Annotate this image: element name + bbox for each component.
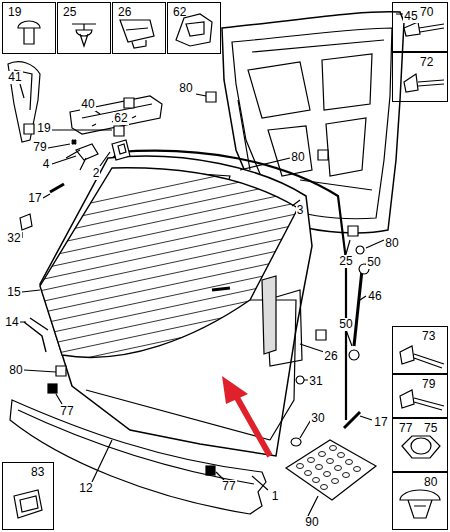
callout-number: 50 [366, 256, 381, 269]
callout-number: 3 [296, 204, 305, 217]
clip-symbol [316, 465, 323, 470]
callout-number: 4 [42, 158, 51, 171]
callout-number: 70 [419, 6, 434, 19]
callout-number: 19 [7, 6, 22, 19]
clip-symbol [321, 485, 328, 490]
callout-number: 77 [221, 480, 236, 493]
inset-box: 70 [392, 2, 448, 52]
inset-box: 77 75 [392, 418, 448, 472]
callout-number: 80 [178, 82, 193, 95]
clip-symbol [327, 459, 334, 464]
callout-number: 79 [421, 378, 436, 391]
callout-number: 40 [80, 98, 95, 111]
callout-number: 25 [62, 6, 77, 19]
heater-line [30, 211, 310, 271]
clip-symbol [354, 467, 361, 472]
callout-number: 31 [308, 375, 323, 388]
callout-number: 80 [8, 364, 23, 377]
callout-number: 83 [30, 466, 45, 479]
inset-box: 26 [112, 2, 166, 54]
callout-number: 19 [36, 122, 51, 135]
callout-number: 50 [338, 318, 353, 331]
inset-box: 62 [167, 2, 221, 54]
callout-number: 75 [423, 422, 438, 435]
clip-symbol [297, 464, 304, 469]
callout-number: 1 [271, 490, 280, 503]
heater-line [30, 189, 310, 249]
callout-number: 72 [419, 56, 434, 69]
inset-box: 79 [392, 374, 448, 418]
heater-line [30, 167, 310, 227]
callout-number: 62 [172, 6, 187, 19]
callout-number: 14 [4, 316, 19, 329]
inset-box: 80 [392, 472, 448, 530]
heater-line [30, 222, 310, 282]
callout-number: 17 [373, 416, 388, 429]
callout-number: 32 [6, 232, 21, 245]
inset-box: 73 [392, 326, 448, 374]
callout-number: 80 [290, 151, 305, 164]
inset-box: 72 [392, 52, 448, 102]
callout-number: 62 [113, 112, 128, 125]
heater-line [30, 200, 310, 260]
clip-symbol [330, 446, 337, 451]
inset-box: 83 [2, 462, 54, 530]
callout-number: 79 [32, 141, 47, 154]
callout-number: 12 [78, 482, 93, 495]
inset-box: 19 [2, 2, 56, 54]
clip-symbol [308, 458, 315, 463]
inset-box: 25 [57, 2, 111, 54]
callout-number: 30 [310, 412, 325, 425]
callout-number: 80 [423, 476, 438, 489]
callout-number: 77 [398, 422, 413, 435]
clip-symbol [324, 472, 331, 477]
callout-number: 15 [6, 286, 21, 299]
callout-number: 46 [367, 290, 382, 303]
clip-symbol [305, 471, 312, 476]
callout-number: 73 [421, 330, 436, 343]
callout-number: 26 [117, 6, 132, 19]
heater-line [30, 156, 310, 216]
clip-symbol [319, 452, 326, 457]
callout-number: 26 [323, 350, 338, 363]
callout-number: 80 [384, 237, 399, 250]
callout-number: 41 [7, 71, 22, 84]
callout-number: 2 [92, 167, 101, 180]
callout-number: 45 [403, 10, 418, 23]
heater-line [30, 178, 310, 238]
callout-number: 77 [59, 405, 74, 418]
clip-symbol [313, 478, 320, 483]
clip-symbol [338, 453, 345, 458]
clip-symbol [343, 473, 350, 478]
callout-number: 17 [27, 192, 42, 205]
clip-symbol [332, 479, 339, 484]
callout-number: 25 [338, 255, 353, 268]
clip-symbol [335, 466, 342, 471]
callout-number: 90 [304, 516, 319, 529]
clip-symbol [346, 460, 353, 465]
